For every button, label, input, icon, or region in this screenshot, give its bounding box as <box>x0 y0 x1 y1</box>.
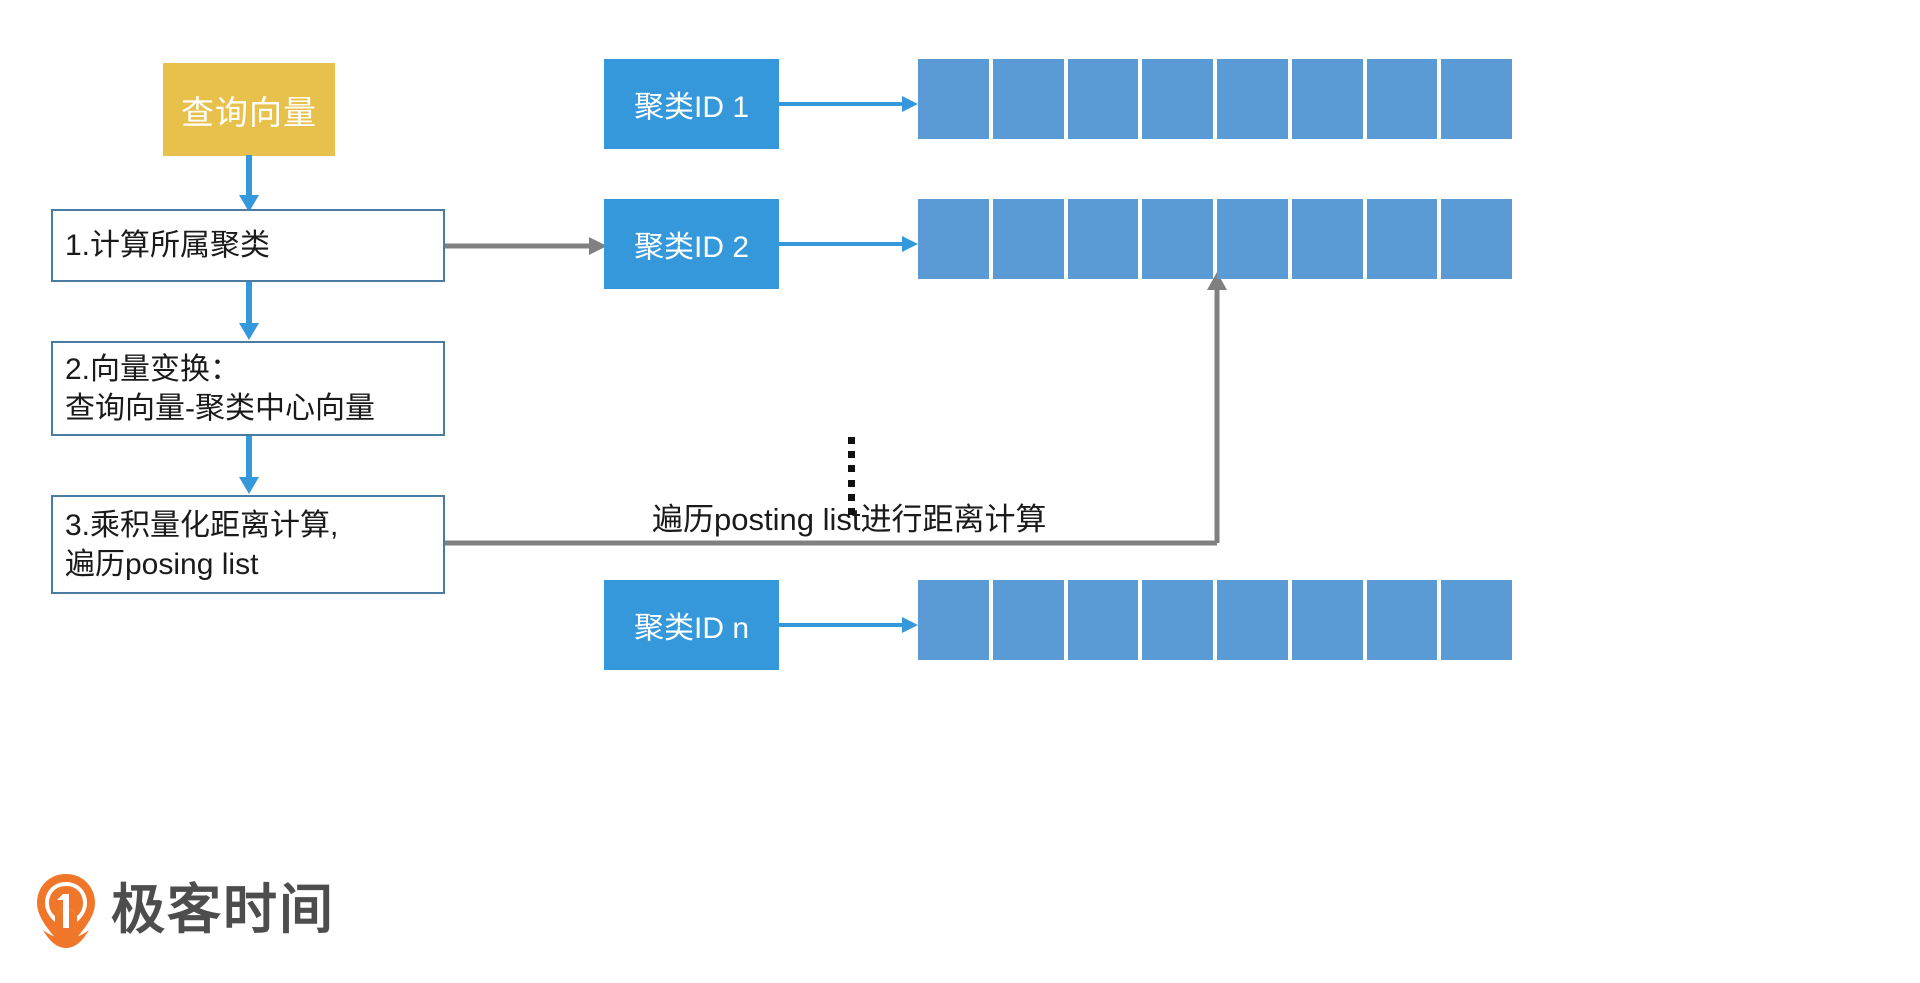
posting-list-cell <box>992 580 1064 660</box>
cluster-box-n: 聚类ID n <box>604 580 779 670</box>
posting-list-cell <box>1441 59 1512 139</box>
cluster-1-label: 聚类ID 1 <box>633 91 750 124</box>
query-vector-box: 查询向量 <box>163 63 335 156</box>
arrow-step2-to-step3 <box>239 436 259 494</box>
posting-list-n <box>918 580 1512 660</box>
ellipsis-dot <box>847 479 855 487</box>
ellipsis-dot <box>847 437 855 444</box>
arrow-query-to-step1 <box>239 155 259 212</box>
step-1-label: 1.计算所属聚类 <box>65 229 271 262</box>
posting-list-cell <box>1142 59 1213 139</box>
arrow-cluster2-to-list2 <box>779 236 918 252</box>
arrow-step1-to-step2 <box>239 282 259 340</box>
posting-list-cell <box>1067 580 1139 660</box>
brand-logo: 极客时间 <box>35 872 335 948</box>
posting-list-cell <box>1366 580 1438 660</box>
ellipsis-dot <box>847 451 855 459</box>
posting-list-cell <box>918 59 989 139</box>
step-3-label: 3.乘积量化距离计算, 遍历posing list <box>65 508 339 581</box>
posting-list-cell <box>1067 199 1139 279</box>
posting-list-cell <box>1441 580 1512 660</box>
step-box-2: 2.向量变换： 查询向量-聚类中心向量 <box>51 341 445 436</box>
ellipsis-dot <box>847 493 855 501</box>
arrow-step1-to-cluster2 <box>445 237 607 255</box>
geektime-pin-icon <box>37 874 95 948</box>
posting-list-cell <box>1291 580 1363 660</box>
posting-list-cell <box>1067 59 1139 139</box>
posting-list-cell <box>1291 199 1363 279</box>
step-2-label: 2.向量变换： 查询向量-聚类中心向量 <box>65 352 375 425</box>
posting-list-1 <box>918 59 1512 139</box>
arrow-cluster1-to-list1 <box>779 96 918 112</box>
posting-list-cell <box>1217 59 1288 139</box>
step-box-3: 3.乘积量化距离计算, 遍历posing list <box>51 495 445 594</box>
cluster-box-1: 聚类ID 1 <box>604 59 779 149</box>
arrow-clustern-to-listn <box>779 617 918 633</box>
posting-list-cell <box>1441 199 1512 279</box>
posting-list-cell <box>1217 199 1288 279</box>
posting-list-cell <box>1142 199 1213 279</box>
posting-list-cell <box>1366 59 1438 139</box>
brand-logo-text: 极客时间 <box>111 880 335 940</box>
posting-list-cell <box>1366 199 1438 279</box>
posting-list-cell <box>918 580 989 660</box>
posting-list-cell <box>992 199 1064 279</box>
vertical-ellipsis-icon <box>846 437 856 515</box>
cluster-n-label: 聚类ID n <box>633 612 750 645</box>
ellipsis-dot <box>847 465 855 473</box>
posting-list-cell <box>918 199 989 279</box>
traverse-posting-list-label: 遍历posting list进行距离计算 <box>652 502 1047 537</box>
ellipsis-dot <box>847 507 855 515</box>
posting-list-cell <box>992 59 1064 139</box>
posting-list-cell <box>1142 580 1213 660</box>
query-vector-label: 查询向量 <box>181 93 317 131</box>
posting-list-cell <box>1291 59 1363 139</box>
cluster-box-2: 聚类ID 2 <box>604 199 779 289</box>
step-box-1: 1.计算所属聚类 <box>51 209 445 282</box>
posting-list-cell <box>1217 580 1288 660</box>
cluster-2-label: 聚类ID 2 <box>633 231 750 264</box>
posting-list-2 <box>918 199 1512 279</box>
